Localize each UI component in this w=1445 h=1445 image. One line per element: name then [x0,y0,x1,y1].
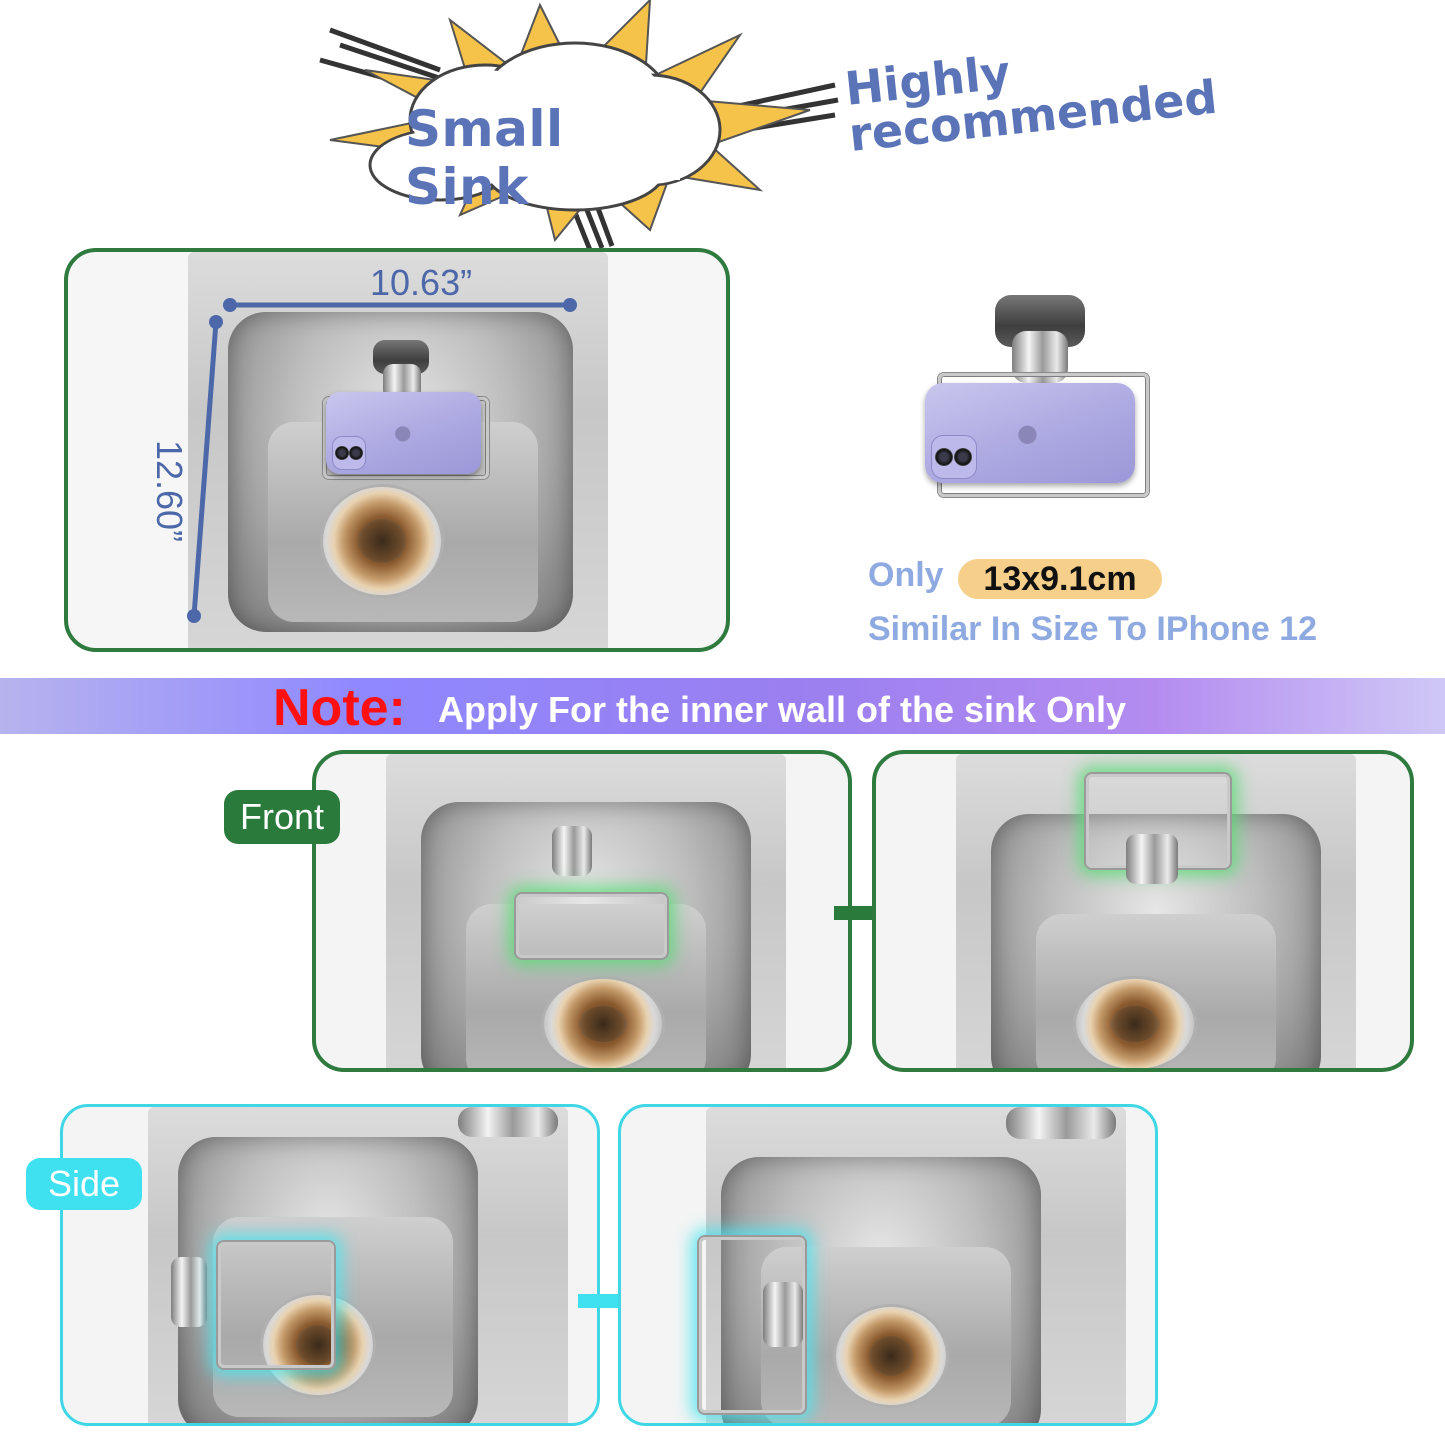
height-label: 12.60” [149,439,191,543]
note-strip [0,678,1445,734]
only-label: Only [868,556,944,594]
front-tag: Front [224,790,340,844]
drain [323,487,441,595]
apple-logo-icon: ● [1017,419,1038,447]
side-after-panel [618,1104,1158,1426]
note-text: Apply For the inner wall of the sink Onl… [438,689,1127,730]
size-badge: 13x9.1cm [958,559,1162,599]
burst-title: Small Sink [405,100,564,216]
front-before-panel [312,750,852,1072]
phone: ● [326,392,481,474]
similar-size-text: Similar In Size To IPhone 12 [868,610,1318,648]
side-before-panel [60,1104,600,1426]
note-label: Note: [273,679,406,737]
width-label: 10.63” [370,262,473,303]
burst-graphic [319,0,839,251]
product-image: ● [920,295,1150,497]
dimension-panel: ● [64,248,730,652]
dimension-lines [187,298,577,623]
front-after-panel [872,750,1414,1072]
apple-logo-icon: ● [394,420,412,444]
side-tag: Side [26,1158,142,1210]
